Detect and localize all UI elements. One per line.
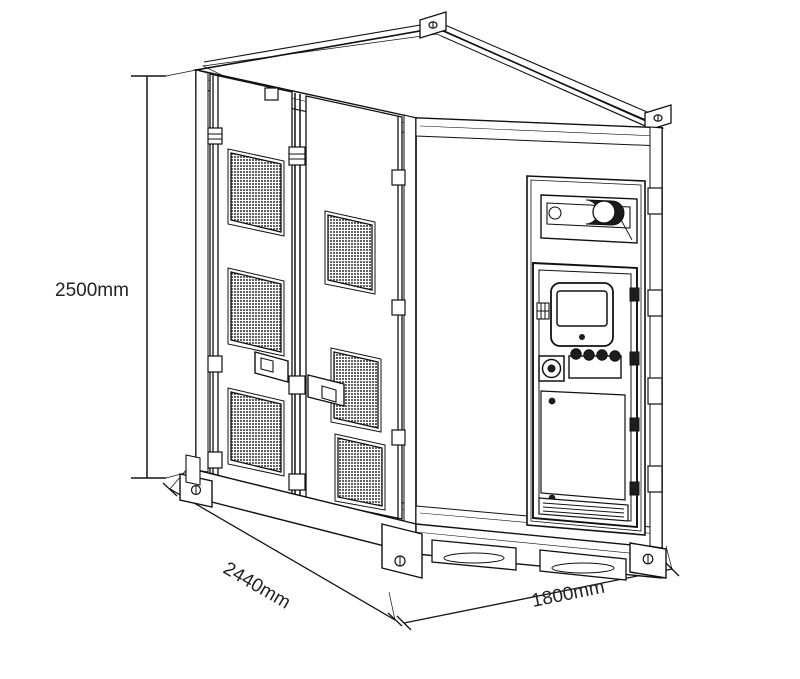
door-right[interactable] [305, 95, 403, 520]
forklift-pockets [431, 539, 627, 581]
lower-blank-panel [540, 390, 626, 502]
side-hinge-brackets [647, 187, 663, 493]
side-box [185, 454, 201, 486]
door-left[interactable] [209, 73, 293, 497]
switch-3[interactable] [596, 349, 608, 361]
fastener-top [548, 397, 556, 405]
door-left-vent-1 [227, 148, 285, 237]
door-left-handle[interactable] [254, 351, 289, 383]
switch-4[interactable] [609, 350, 621, 362]
roller-housing [540, 194, 638, 244]
display-screen[interactable] [550, 282, 614, 347]
door-right-handle[interactable] [307, 374, 345, 407]
dimension-depth-label: 2440mm [219, 558, 293, 613]
bottom-louvre-vent [538, 497, 629, 522]
door-left-vent-3 [227, 387, 285, 477]
switch-1[interactable] [570, 348, 582, 360]
door-left-vent-2 [227, 267, 285, 357]
instrument-door[interactable] [532, 262, 640, 529]
dimension-height-label: 2500mm [55, 280, 129, 301]
corner-casting-front-right [381, 523, 423, 579]
control-panel[interactable] [526, 175, 646, 536]
door-right-vent-1 [324, 210, 376, 295]
rotary-dial[interactable] [538, 355, 565, 382]
door-right-vent-3 [334, 433, 386, 511]
corner-casting-rear-right [629, 542, 667, 579]
dimension-height: 2500mm [55, 69, 197, 479]
dimension-width-label: 1800mm [530, 577, 607, 612]
switch-bank[interactable] [568, 348, 622, 379]
instrument-door-hinges [629, 287, 640, 496]
container-base [179, 454, 667, 581]
terminal-block [536, 302, 550, 320]
switch-2[interactable] [583, 349, 595, 361]
